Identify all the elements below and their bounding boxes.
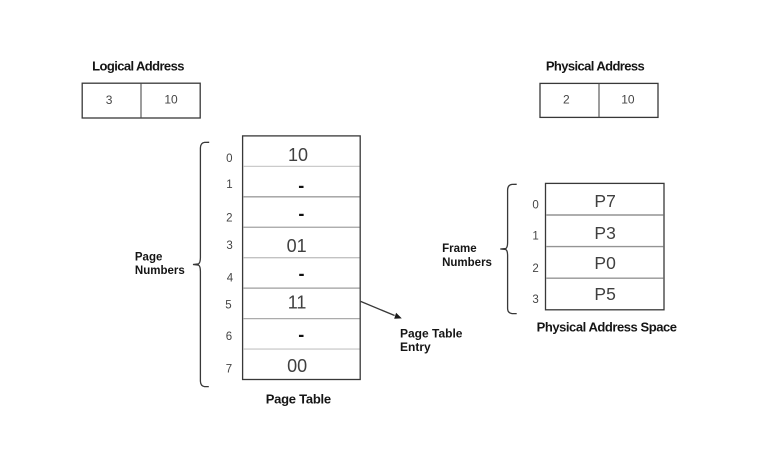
svg-text:Page Table: Page Table	[266, 391, 331, 406]
svg-text:Page Table: Page Table	[400, 326, 463, 340]
svg-text:3: 3	[106, 93, 113, 107]
svg-text:11: 11	[288, 292, 307, 312]
svg-text:10: 10	[621, 92, 635, 106]
svg-text:-: -	[298, 203, 304, 223]
svg-text:Numbers: Numbers	[442, 257, 492, 269]
svg-text:P3: P3	[594, 223, 615, 243]
svg-text:0: 0	[532, 200, 538, 212]
svg-text:Logical Address: Logical Address	[92, 58, 184, 73]
svg-text:10: 10	[164, 93, 178, 107]
svg-text:6: 6	[226, 331, 232, 343]
svg-text:3: 3	[226, 240, 232, 252]
svg-text:4: 4	[227, 273, 234, 285]
svg-text:5: 5	[225, 299, 231, 311]
svg-text:Physical Address: Physical Address	[546, 58, 645, 73]
svg-text:Page: Page	[135, 252, 163, 264]
svg-text:10: 10	[288, 145, 308, 165]
svg-text:Entry: Entry	[400, 340, 431, 354]
svg-text:2: 2	[563, 92, 570, 106]
svg-text:7: 7	[226, 364, 232, 376]
svg-text:P0: P0	[594, 253, 616, 273]
svg-text:Numbers: Numbers	[135, 265, 185, 277]
svg-text:1: 1	[226, 179, 232, 191]
svg-text:2: 2	[226, 212, 232, 224]
svg-text:-: -	[298, 324, 304, 344]
svg-text:0: 0	[226, 153, 232, 165]
svg-text:Physical Address Space: Physical Address Space	[537, 319, 677, 334]
svg-text:Frame: Frame	[442, 243, 477, 255]
svg-text:P7: P7	[594, 191, 615, 211]
svg-text:P5: P5	[594, 284, 615, 304]
svg-text:2: 2	[532, 263, 538, 275]
svg-text:00: 00	[287, 356, 307, 376]
svg-text:1: 1	[532, 230, 538, 242]
svg-text:-: -	[299, 264, 305, 284]
svg-text:3: 3	[532, 294, 538, 306]
svg-text:01: 01	[287, 236, 307, 256]
svg-text:-: -	[298, 176, 304, 196]
